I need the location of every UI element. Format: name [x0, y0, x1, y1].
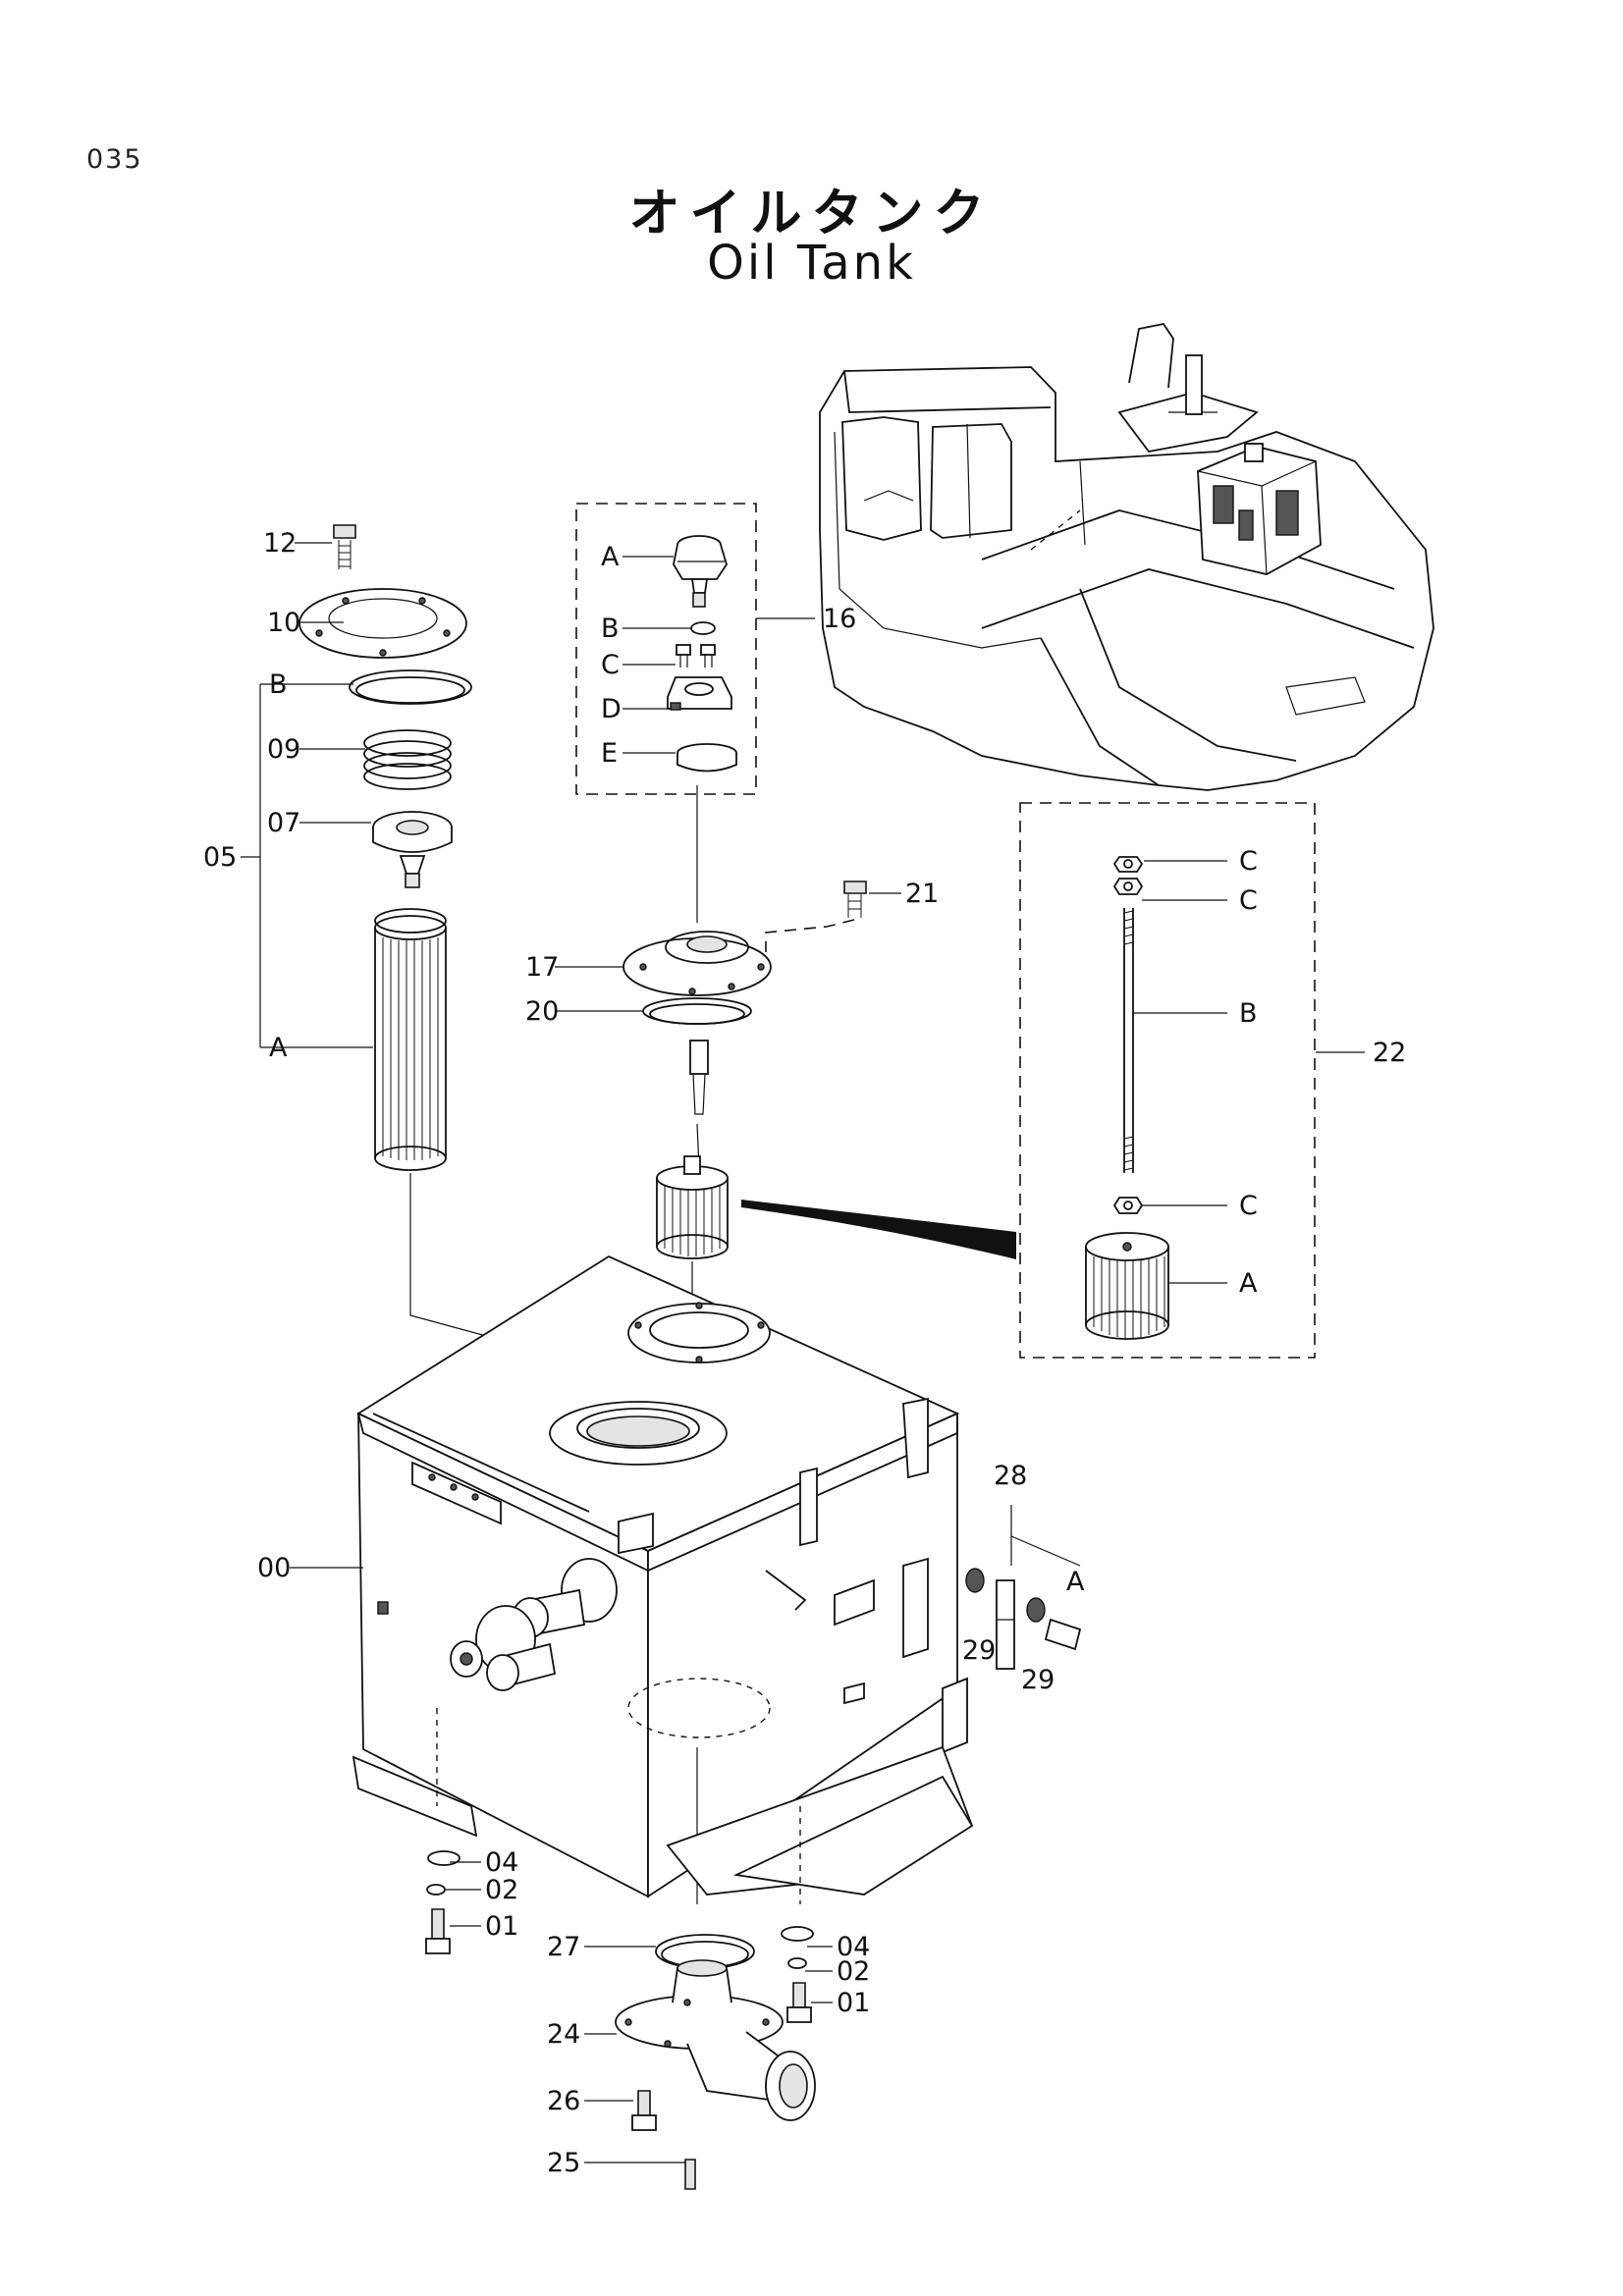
callout-22: 22: [1373, 1038, 1406, 1068]
callout-05-A: A: [269, 1033, 288, 1063]
callout-22-C-lower: C: [1239, 1191, 1258, 1221]
callout-20: 20: [525, 996, 559, 1027]
callout-01-left: 01: [485, 1911, 518, 1942]
oil-tank-body: [352, 1255, 1082, 1904]
callout-16-B: B: [601, 614, 620, 644]
callout-16-A: A: [601, 542, 620, 572]
callout-22-C-second: C: [1239, 885, 1258, 916]
callout-10: 10: [267, 608, 300, 638]
callout-25: 25: [547, 2148, 580, 2178]
callout-24: 24: [547, 2019, 580, 2050]
callout-12: 12: [263, 528, 297, 559]
callout-16-D: D: [601, 694, 622, 724]
callout-16-E: E: [601, 738, 618, 769]
callout-29-left: 29: [962, 1635, 996, 1666]
air-breather-assembly: [575, 503, 757, 923]
callout-16-C: C: [601, 650, 620, 680]
callout-17: 17: [525, 952, 559, 983]
callout-04-left: 04: [485, 1847, 518, 1878]
callout-29-right: 29: [1021, 1665, 1055, 1695]
callout-22-A: A: [1239, 1268, 1258, 1299]
callout-21: 21: [905, 879, 939, 909]
callout-28: 28: [994, 1461, 1027, 1491]
callout-07: 07: [267, 808, 300, 838]
callout-02-left: 02: [485, 1875, 518, 1905]
title-japanese: オイルタンク: [628, 185, 995, 243]
callout-00: 00: [257, 1553, 291, 1583]
leader-lines: [241, 542, 1365, 2163]
strainer-rod-kit: [1019, 802, 1316, 1359]
mounting-hardware-right: [781, 1806, 814, 2023]
suction-port-assembly: [615, 1934, 816, 2190]
callout-09: 09: [267, 734, 300, 765]
page-number: 035: [86, 144, 143, 175]
callout-02-right: 02: [837, 1956, 870, 1987]
callout-26: 26: [547, 2086, 580, 2116]
callout-28-A: A: [1066, 1567, 1085, 1597]
callout-22-C-top: C: [1239, 846, 1258, 877]
excavator-location-illustration: [819, 322, 1434, 791]
callout-05-B: B: [269, 669, 288, 700]
callout-labels: 12 10 B 09 07 05 A A B C D E 16 17 20 21…: [203, 528, 1406, 2178]
callout-16: 16: [823, 604, 856, 634]
callout-01-right: 01: [837, 1988, 870, 2018]
mounting-hardware-left: [425, 1708, 460, 1954]
callout-22-B: B: [1239, 998, 1258, 1029]
title-english: Oil Tank: [707, 236, 916, 291]
callout-27: 27: [547, 1932, 580, 1962]
return-filter-assembly: [298, 524, 629, 1415]
callout-05: 05: [203, 842, 237, 873]
suction-cover-assembly: [622, 881, 1016, 1306]
callout-04-right: 04: [837, 1932, 870, 1962]
